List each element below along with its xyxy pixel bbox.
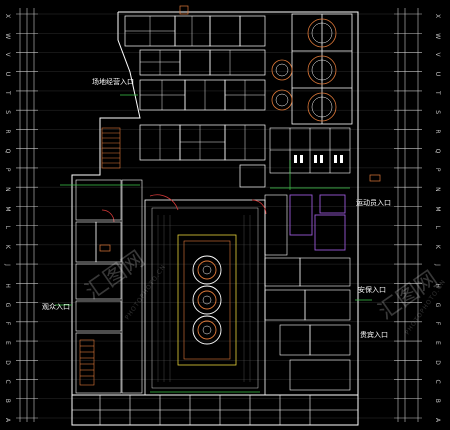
- sports-hall: [144, 199, 266, 396]
- grid-axis-label-left: A: [4, 418, 11, 423]
- right-rooms: [264, 194, 351, 391]
- left-dimension-lines: [19, 8, 35, 422]
- right-dimension-lines: [397, 8, 419, 422]
- grid-axis-label-right: G: [434, 303, 441, 308]
- grid-axis-label-left: S: [4, 110, 11, 114]
- left-rooms: [75, 179, 143, 394]
- grid-axis-label-right: Q: [434, 149, 441, 154]
- right-grid-axis-labels: X W V U T S R Q P N M L K J H G F E D C B A: [434, 14, 441, 423]
- grid-axis-label-left: X: [4, 14, 11, 18]
- grid-axis-label-left: B: [4, 399, 11, 403]
- grid-axis-label-left: J: [4, 263, 11, 266]
- vip-entrance-label: 贵宾入口: [360, 330, 388, 339]
- grid-axis-label-left: U: [4, 72, 11, 76]
- grid-axis-label-left: R: [4, 129, 11, 133]
- grid-axis-label-right: C: [434, 380, 441, 384]
- grid-axis-label-right: S: [434, 110, 441, 114]
- grid-axis-label-right: V: [434, 52, 441, 57]
- bottom-rooms: [72, 395, 358, 425]
- grid-axis-label-right: E: [434, 341, 441, 345]
- grid-axis-label-left: K: [4, 245, 11, 250]
- upper-office-partitions: [125, 16, 265, 160]
- grid-axis-label-right: L: [434, 226, 441, 230]
- locker-marks: [294, 155, 343, 163]
- athlete-entrance-label: 运动员入口: [356, 198, 391, 207]
- changing-rooms: [269, 127, 351, 174]
- left-axis-ticks: [16, 13, 38, 419]
- grid-axis-label-right: D: [434, 360, 441, 365]
- hall-circles: [192, 255, 222, 345]
- grid-axis-label-right: U: [434, 72, 441, 76]
- grid-axis-label-left: D: [4, 360, 11, 365]
- grid-axis-label-left: T: [4, 90, 11, 95]
- hall-seating-hatch: [157, 215, 251, 382]
- grid-axis-label-right: A: [434, 418, 441, 423]
- grid-axis-label-left: W: [4, 33, 11, 39]
- grid-axis-label-left: N: [4, 187, 11, 192]
- grid-axis-label-right: T: [434, 90, 441, 95]
- left-stair: [79, 339, 95, 386]
- grid-axis-label-left: H: [4, 283, 11, 288]
- axis-grid-lines: [38, 13, 394, 419]
- grid-axis-label-right: F: [434, 322, 441, 326]
- section-tags: [99, 5, 381, 252]
- grid-axis-label-right: H: [434, 283, 441, 288]
- grid-axis-label-left: E: [4, 341, 11, 345]
- upper-office-block: [124, 15, 266, 188]
- grid-axis-label-right: M: [434, 206, 441, 211]
- grid-axis-label-left: Q: [4, 149, 11, 154]
- green-dimension-marks: [55, 94, 372, 393]
- grid-axis-label-right: R: [434, 129, 441, 133]
- grid-axis-label-right: W: [434, 33, 441, 39]
- audience-entrance-label: 观众入口: [42, 303, 70, 311]
- grid-axis-label-left: C: [4, 380, 11, 384]
- grid-axis-label-right: J: [434, 263, 441, 266]
- grid-axis-label-left: V: [4, 52, 11, 57]
- left-grid-axis-labels: X W V U T S R Q P N M L K J H G F E D C B A: [4, 14, 11, 423]
- grid-axis-label-right: K: [434, 245, 441, 250]
- grid-axis-label-right: N: [434, 187, 441, 192]
- grid-axis-label-left: M: [4, 206, 11, 211]
- grid-axis-label-right: B: [434, 399, 441, 403]
- tanks: [271, 18, 337, 122]
- security-entrance-label: 安保入口: [358, 285, 386, 294]
- grid-axis-label-left: L: [4, 226, 11, 230]
- stair-left: [101, 127, 121, 169]
- grid-axis-label-left: P: [4, 168, 11, 172]
- market-entrance-label: 场地经营入口: [92, 77, 134, 86]
- grid-axis-label-right: X: [434, 14, 441, 18]
- tank-column: [291, 13, 353, 125]
- grid-axis-label-left: G: [4, 303, 11, 308]
- door-swings: [101, 194, 267, 223]
- service-rooms: [289, 194, 346, 251]
- grid-axis-label-right: P: [434, 168, 441, 172]
- grid-axis-label-left: F: [4, 322, 11, 326]
- right-axis-ticks: [394, 13, 422, 419]
